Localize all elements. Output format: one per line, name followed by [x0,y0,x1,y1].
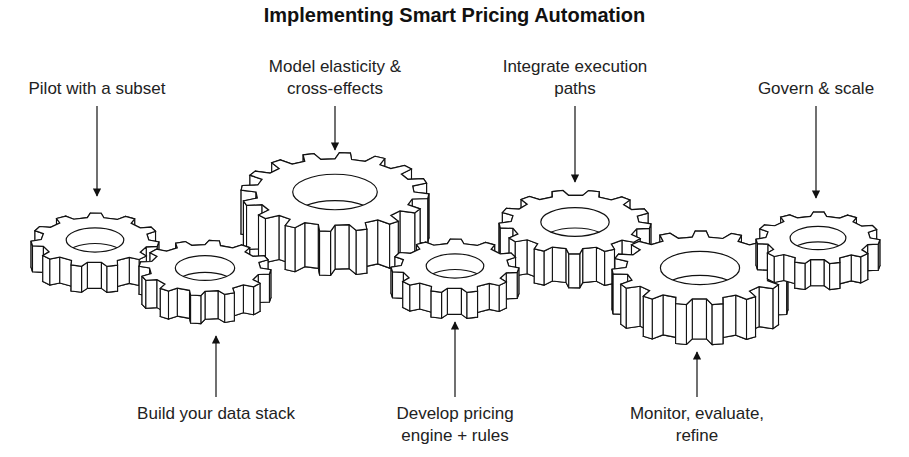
step-label: Develop pricing engine + rules [375,403,535,447]
step-label: Model elasticity & cross-effects [250,56,420,100]
gear [139,240,271,323]
step-label: Build your data stack [106,403,326,425]
leader-arrow [696,352,697,397]
diagram-title: Implementing Smart Pricing Automation [0,4,909,27]
leader-arrow [96,106,97,196]
leader-arrow [215,336,216,397]
gear [756,212,880,290]
leader-arrow [334,106,335,150]
step-label: Monitor, evaluate, refine [617,403,777,447]
leader-arrow [574,106,575,182]
leader-arrow [815,106,816,198]
gear [612,231,788,345]
leader-arrow [454,322,455,397]
step-label: Govern & scale [716,78,909,100]
gear [391,239,519,318]
step-label: Pilot with a subset [0,78,207,100]
step-label: Integrate execution paths [490,56,660,100]
